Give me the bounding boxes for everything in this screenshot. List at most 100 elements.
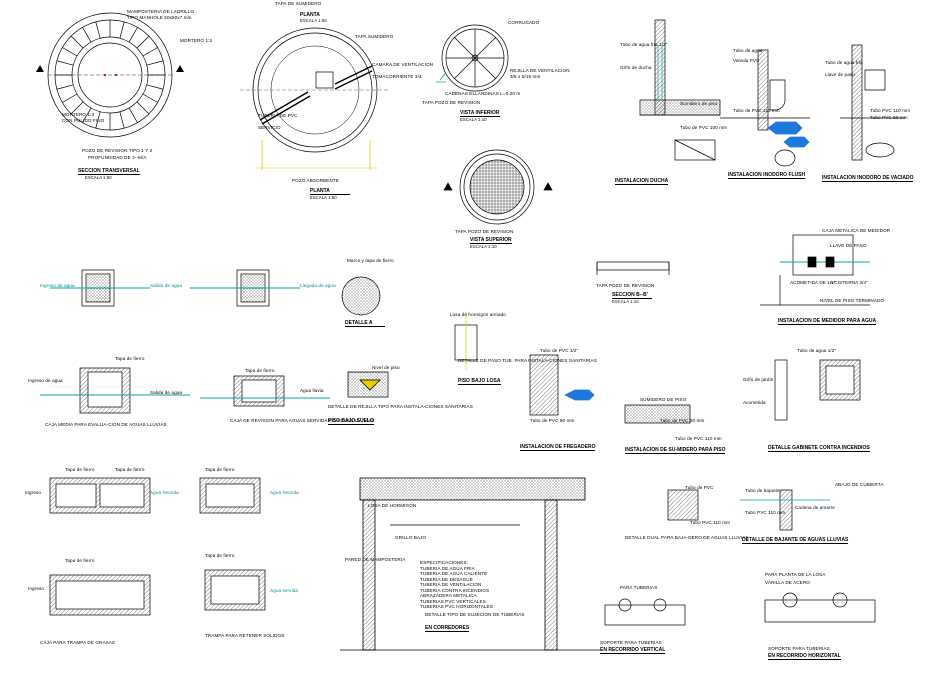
- label: Tubo de agua 1/2": [797, 348, 837, 353]
- dim-label: POZO ABSORBENTE: [292, 178, 339, 183]
- label: TUBERIA DE PVC: [258, 113, 298, 118]
- scale: ESCALA 1:10: [612, 299, 639, 304]
- inodoro-flush: [720, 49, 810, 167]
- spec-note: TUBERIA DE AGUA FRIA: [420, 565, 475, 571]
- label: Tubo de agua: [733, 48, 763, 53]
- subtitle: PROFUNDIDAD DE 2--M/A: [88, 155, 147, 160]
- label: TIPO MANHOLE 50x50x7 mm: [127, 15, 192, 20]
- brick-joint: [146, 84, 164, 90]
- sub: EN CORREDORES: [425, 625, 470, 632]
- brick-joint: [136, 101, 150, 115]
- view: SECCION B--B': [612, 292, 652, 299]
- spec-note: TUBERIA DE AGUA CALIENTE: [420, 571, 488, 576]
- label: TAPA SUMIDERO: [355, 34, 394, 39]
- caption: DETALLE DE BAJANTE DE AGUAS LLUVIAS: [742, 537, 849, 544]
- tapa-sumidero-plan: [240, 27, 390, 170]
- scale: ESCALA 1:50: [310, 195, 337, 200]
- label: Tapa de fierro: [65, 467, 95, 472]
- plan-scale: ESCALA 1:50: [300, 18, 327, 23]
- label: Nivel de piso: [372, 365, 400, 370]
- label: CON PULIDO FINO: [62, 118, 105, 123]
- view: VISTA SUPERIOR: [470, 237, 512, 244]
- brick-joint: [62, 93, 78, 103]
- label: Cadena de amarre: [795, 505, 835, 510]
- label: ABAJO DE CUBIERTA: [835, 482, 884, 487]
- brick-joint: [70, 35, 84, 49]
- caption: CAJA PARA TRAMPA DE GRASAS: [40, 640, 116, 645]
- label: REJILLA DE VENTILACION: [510, 68, 570, 73]
- label: CAMARA DE VENTILACION: [372, 62, 434, 67]
- brick-joint: [56, 84, 74, 90]
- caption: INSTALACION DUCHA: [615, 178, 669, 185]
- label: Ingreso de agua: [28, 378, 63, 383]
- label: SERVICIO: [258, 125, 281, 130]
- brick-joint: [128, 27, 138, 43]
- label: Tubo de agua fria: [825, 60, 863, 65]
- caption: PLANTA: [310, 188, 350, 195]
- spec-note: TUBERIAS PVC VERTICALES: [420, 598, 486, 604]
- label: Ingreso de agua: [40, 283, 75, 288]
- label: Tubo PVC 110 mm: [690, 520, 731, 525]
- label: A CISTERNA 3/4": [830, 280, 868, 285]
- label: Tubo de PVC 1/2": [540, 348, 579, 353]
- brick-joint: [136, 35, 150, 49]
- brick-joint: [95, 21, 101, 39]
- label: Tubo de agua fria 1/2": [620, 42, 668, 47]
- label: LOSA DE HORMIGON: [368, 503, 417, 508]
- spec-note: ESPECIFICACIONES:: [420, 560, 468, 565]
- label: Ingreso: [25, 490, 42, 495]
- label: Tapa de fierro: [245, 368, 275, 373]
- spec-note: TUBERIA DE DESAGUE: [420, 576, 473, 582]
- label: CAJA METALICA DE MEDIDOR: [822, 228, 891, 233]
- title: TAPA POZO DE REVISION: [596, 283, 655, 288]
- caption: INSTALACION INODORO FLUSH: [728, 172, 806, 179]
- brick-joint: [142, 47, 158, 57]
- label: Acometida: [743, 400, 766, 405]
- label: SUMIDERO DE PISO: [640, 397, 687, 402]
- header: TAPA DE SUMIDERO: [275, 1, 322, 6]
- brick-joint: [128, 107, 138, 123]
- label: Llegada de agua: [300, 283, 336, 288]
- detail-title: DETALLE A: [345, 320, 385, 327]
- label: Tapa de fierro: [115, 356, 145, 361]
- spec-note: TUBERIA CONTRA INCENDIOS: [420, 587, 490, 593]
- sub: PISO BAJO SUELO: [328, 418, 374, 425]
- caption: CAJA DE REVISION PARA AGUAS SERVIDAS O A…: [230, 418, 375, 423]
- soporte-tuberias: [340, 477, 600, 651]
- trampas: [49, 477, 266, 616]
- label: Agua Servida: [270, 490, 299, 495]
- label: Tapa de fierro: [115, 467, 145, 472]
- caption: INSTALACION DE FREGADERO: [520, 444, 596, 451]
- label: Salida de agua: [150, 283, 183, 288]
- label: Marco y tapa de fierro: [347, 258, 394, 263]
- sumidero-row: [50, 269, 381, 316]
- label: Tubo PVC 110 mm: [745, 510, 786, 515]
- label: PARA PLANTA DE LA LOSA: [765, 572, 826, 577]
- label: Agua lluvia: [300, 388, 324, 393]
- cajas-revision: [40, 312, 861, 424]
- spec-note: ABRAZADERA METALICA: [420, 593, 477, 598]
- label: Tubo PVC 110 mm: [870, 108, 911, 113]
- brick-joint: [146, 60, 164, 66]
- caption: CAJA MEDIA PARA EVALUA-CION DE AGUAS LLU…: [45, 422, 167, 427]
- sub: EN RECORRIDO VERTICAL: [600, 647, 666, 654]
- caption: INSTALACION INODORO DE VACIADO: [822, 175, 914, 182]
- label: NIVEL DE PISO TERMINADO: [820, 298, 885, 303]
- soportes-recorrido: [604, 592, 876, 626]
- label: VARILLA DE ACERO: [765, 580, 810, 585]
- label: MAMPOSTERIA DE LADRILLO: [127, 9, 195, 14]
- title: POZO DE REVISION TIPO 1 Y 2: [82, 148, 153, 153]
- label: Salida de agua: [150, 390, 183, 395]
- tapa-pozo-seccion: [596, 261, 670, 275]
- label: LLAVE DE PASO: [830, 243, 867, 248]
- title: TAPA POZO DE REVISION: [455, 229, 514, 234]
- label: Tubo de PVC 100 mm: [680, 125, 728, 130]
- scale: ESCALA 1:50: [85, 175, 112, 180]
- caption: INSTALACION DE SU-MIDERO PARA PISO: [625, 447, 726, 454]
- caption: DETALLE DE REJILLA TIPO PARA INSTALA-CIO…: [328, 404, 473, 409]
- tapa-pozo-vista-inferior: [436, 24, 509, 92]
- label: CORRUGADO: [508, 20, 540, 25]
- pozo-revision-section: [47, 12, 173, 138]
- brick-joint: [142, 93, 158, 103]
